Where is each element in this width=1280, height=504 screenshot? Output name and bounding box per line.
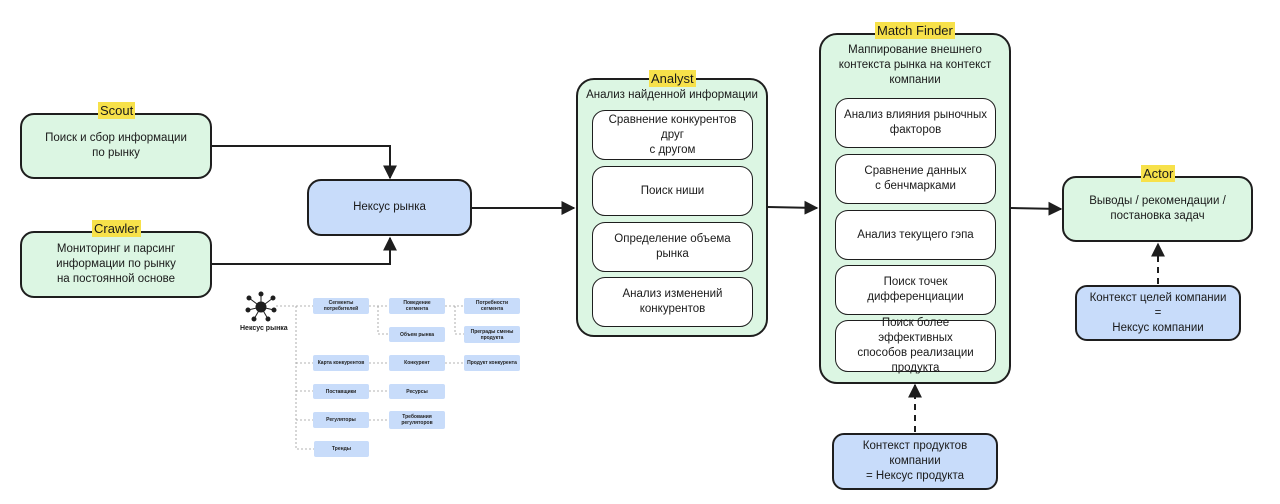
crawler-text: Мониторинг и парсинг информации по рынку… (56, 243, 176, 285)
analyst-item-changes[interactable]: Анализ изменений конкурентов (592, 277, 753, 327)
mini-node-resources: Ресурсы (389, 384, 445, 399)
mini-node-regulators: Регуляторы (313, 412, 369, 428)
mini-node-suppliers: Поставщики (313, 384, 369, 399)
crawler-tag: Crawler (92, 220, 141, 237)
scout-text: Поиск и сбор информации по рынку (45, 132, 187, 159)
mini-node-segments: Сегменты потребителей (313, 298, 369, 314)
mini-node-behavior: Поведение сегмента (389, 298, 445, 314)
nexus-node[interactable]: Нексус рынка (307, 179, 472, 236)
matchfinder-item-benchmarks[interactable]: Сравнение данных с бенчмарками (835, 154, 996, 204)
mini-node-needs: Потребности сегмента (464, 298, 520, 314)
actor-tag: Actor (1141, 165, 1176, 182)
actor-text: Выводы / рекомендации / постановка задач (1089, 195, 1226, 222)
matchfinder-item-gap[interactable]: Анализ текущего гэпа (835, 210, 996, 260)
company-goals-text: Контекст целей компании = Нексус компани… (1089, 291, 1227, 334)
mini-node-barriers: Преграды смены продукта (464, 326, 520, 343)
mini-node-trends: Тренды (314, 441, 369, 457)
edge-analyst-matchfinder (767, 200, 819, 215)
mini-node-regulator-requirements: Требования регуляторов (389, 411, 445, 429)
analyst-subtitle: Анализ найденной информации (586, 89, 758, 101)
scout-node[interactable]: Поиск и сбор информации по рынку (20, 113, 212, 179)
matchfinder-tag: Match Finder (875, 22, 955, 39)
analyst-tag: Analyst (649, 70, 696, 87)
network-icon (245, 291, 277, 322)
matchfinder-subtitle: Маппирование внешнего контекста рынка на… (838, 44, 992, 86)
edge-scout-nexus (212, 145, 397, 180)
matchfinder-item-efficiency[interactable]: Поиск более эффективных способов реализа… (835, 317, 996, 374)
company-goals-node[interactable]: Контекст целей компании = Нексус компани… (1075, 285, 1241, 341)
edge-matchfinder-actor (1010, 201, 1063, 216)
analyst-container[interactable]: Анализ найденной информации Сравнение ко… (576, 78, 768, 337)
product-context-text: Контекст продуктов компании = Нексус про… (862, 440, 968, 482)
product-context-node[interactable]: Контекст продуктов компании = Нексус про… (832, 433, 998, 490)
edge-crawler-nexus (212, 236, 397, 265)
mini-map-title: Нексус рынка (240, 325, 288, 332)
nexus-text: Нексус рынка (353, 201, 426, 213)
mini-node-competitor-map: Карта конкурентов (313, 355, 369, 371)
scout-tag: Scout (98, 102, 136, 119)
analyst-item-niche[interactable]: Поиск ниши (592, 166, 753, 216)
matchfinder-item-factors[interactable]: Анализ влияния рыночных факторов (835, 98, 996, 148)
mini-node-competitor-product: Продукт конкурента (464, 355, 520, 371)
mini-node-volume: Объем рынка (389, 327, 445, 342)
actor-node[interactable]: Выводы / рекомендации / постановка задач (1062, 176, 1253, 242)
matchfinder-container[interactable]: Маппирование внешнего контекста рынка на… (819, 33, 1011, 384)
crawler-node[interactable]: Мониторинг и парсинг информации по рынку… (20, 231, 212, 298)
analyst-item-volume[interactable]: Определение объема рынка (592, 222, 753, 272)
analyst-item-compare[interactable]: Сравнение конкурентов друг с другом (592, 110, 753, 160)
matchfinder-item-differentiation[interactable]: Поиск точек дифференциации (835, 265, 996, 315)
mini-node-competitor: Конкурент (389, 355, 445, 371)
